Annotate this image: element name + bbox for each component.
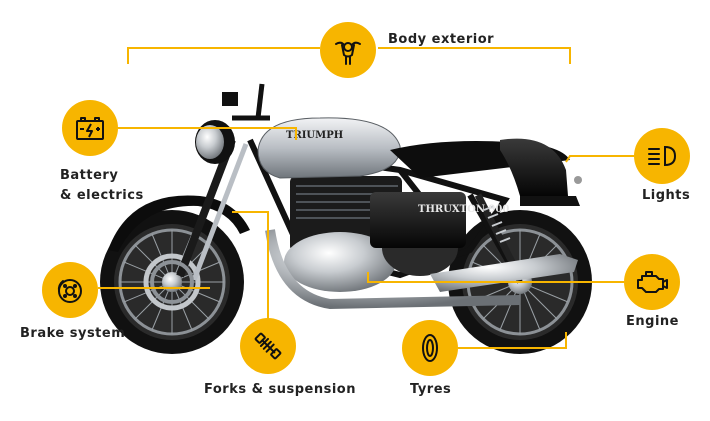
body-bracket-right [378, 47, 571, 64]
front-wheel [100, 210, 244, 354]
engine-icon [637, 271, 668, 293]
body-bracket-left [127, 47, 320, 64]
lights-badge[interactable] [634, 128, 690, 184]
shock-absorber-icon [254, 332, 282, 360]
front-forks [176, 138, 249, 281]
engine-line [367, 272, 624, 283]
brake-disc-icon [57, 279, 82, 303]
battery-icon [76, 117, 104, 140]
motorcycle-front-icon [335, 41, 361, 65]
body-exterior-label: Body exterior [388, 32, 495, 47]
battery-label: Battery & electrics [60, 166, 144, 206]
tyres-label: Tyres [410, 382, 452, 397]
body-exterior-badge[interactable] [320, 22, 376, 78]
engine-badge[interactable] [624, 254, 680, 310]
tank-logo: TRIUMPH [286, 130, 343, 141]
headlight [195, 120, 235, 164]
forks-label: Forks & suspension [204, 382, 356, 397]
headlight-icon [648, 145, 677, 167]
engine-block [284, 176, 466, 292]
tail-light [574, 176, 582, 184]
side-panel-text: THRUXTON 900 [418, 204, 509, 215]
battery-badge[interactable] [62, 100, 118, 156]
brake-badge[interactable] [42, 262, 98, 318]
brake-label: Brake system [20, 326, 126, 341]
rear-shock [474, 193, 516, 264]
tyre-icon [422, 334, 438, 362]
tyres-badge[interactable] [402, 320, 458, 376]
forks-badge[interactable] [240, 318, 296, 374]
battery-line [118, 127, 297, 140]
lights-line [565, 155, 634, 163]
battery-label-line2: & electrics [60, 188, 144, 203]
fuel-tank: TRIUMPH [257, 117, 401, 179]
seat [390, 138, 580, 206]
engine-label: Engine [626, 314, 679, 329]
forks-line [232, 211, 269, 322]
battery-label-line1: Battery [60, 168, 119, 183]
lights-label: Lights [642, 188, 691, 203]
tyres-line [458, 332, 567, 349]
